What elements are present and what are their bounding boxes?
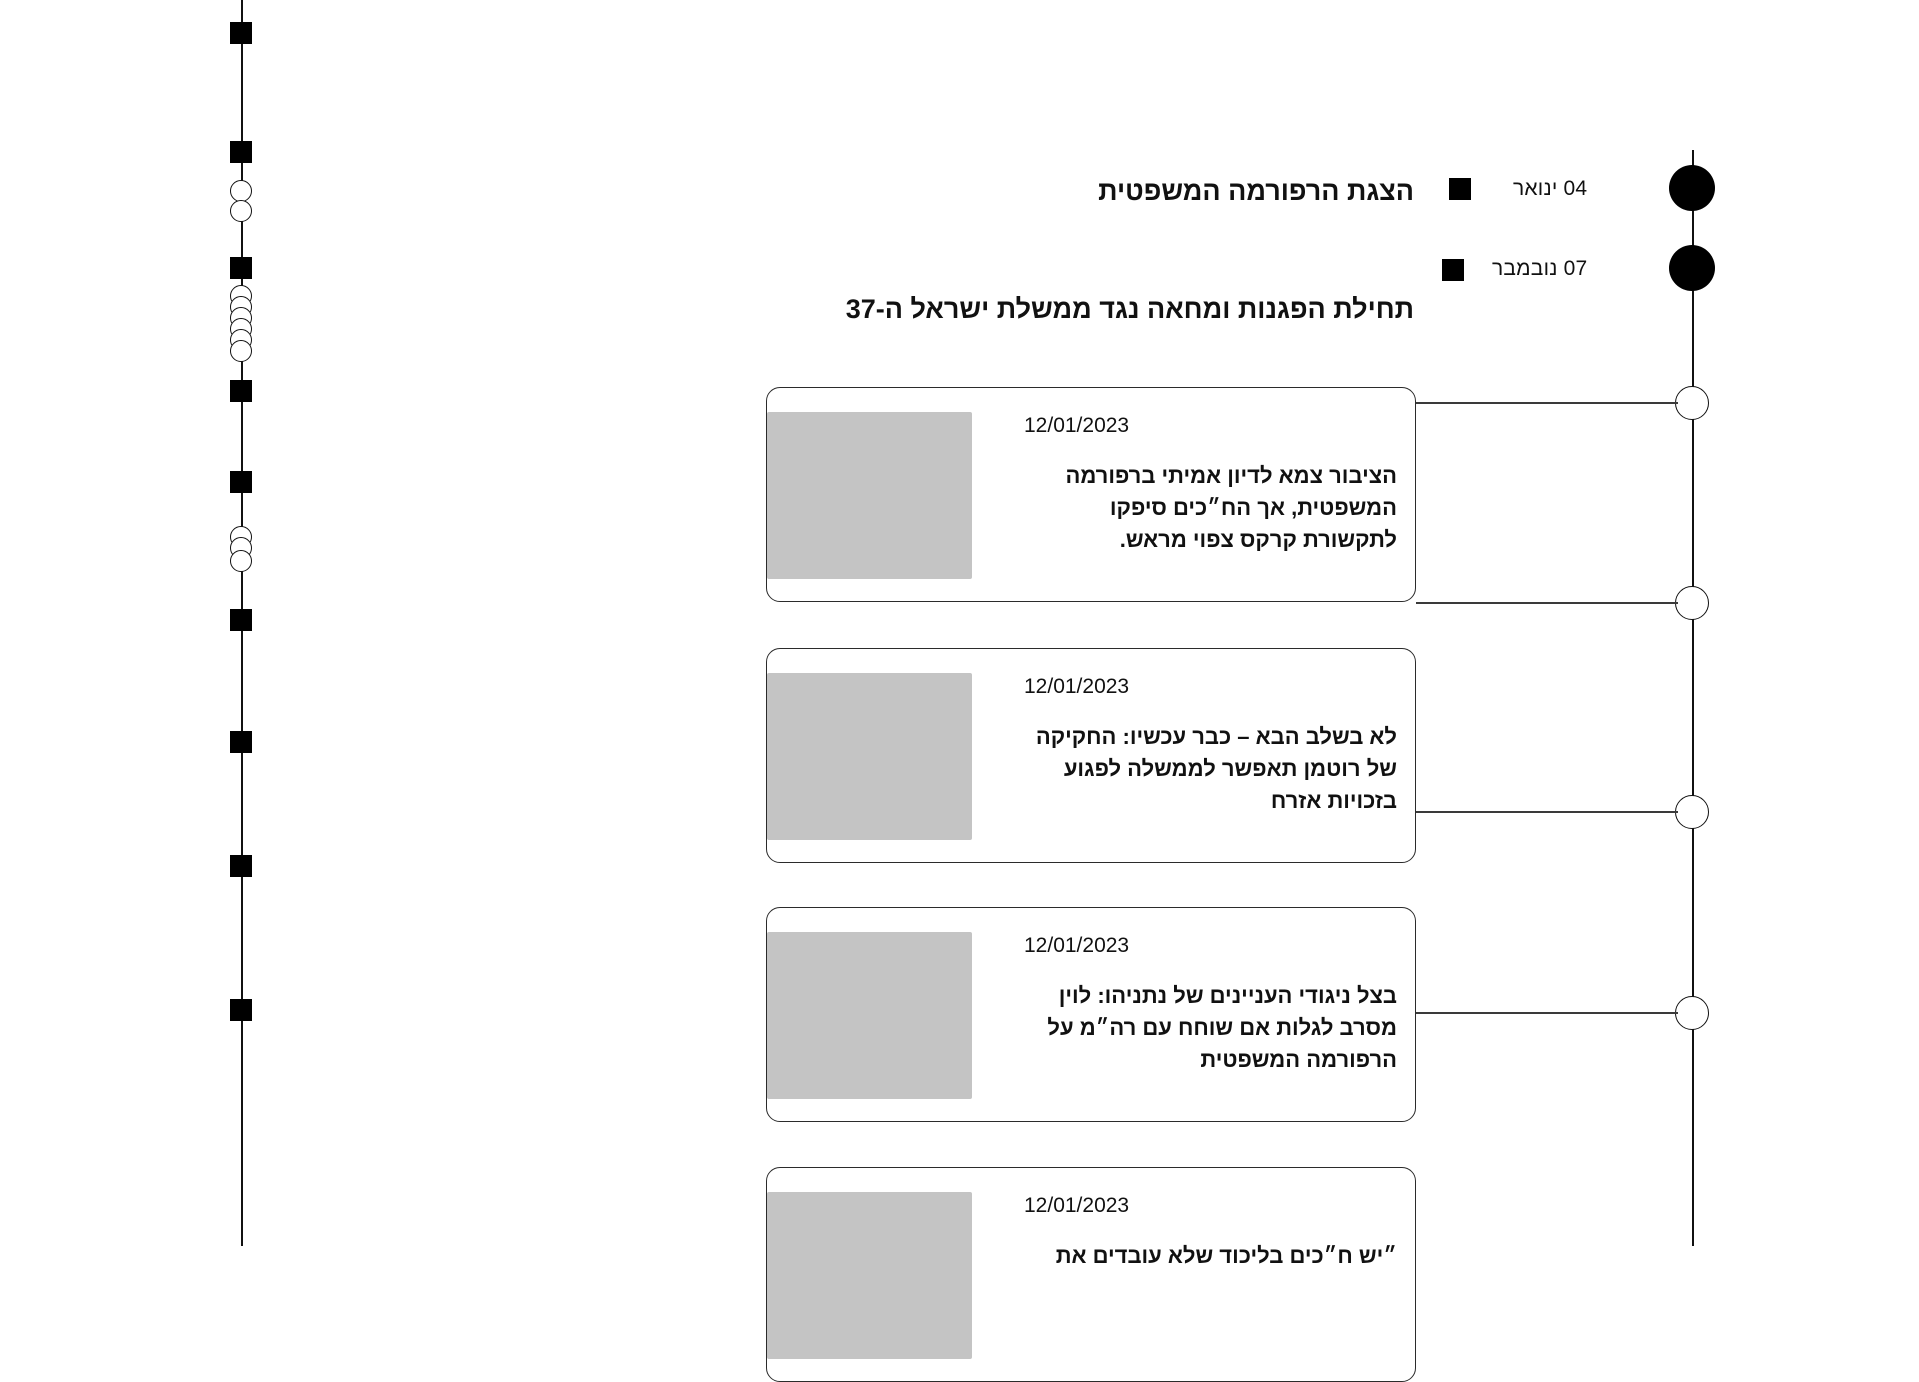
card-date: 12/01/2023 — [1024, 414, 1130, 437]
event-bullet-square-2 — [1442, 259, 1464, 281]
event-title-2[interactable]: תחילת הפגנות ומחאה נגד ממשלת ישראל ה-37 — [845, 294, 1414, 324]
card-date: 12/01/2023 — [1024, 934, 1130, 957]
mini-node-square[interactable] — [230, 609, 252, 631]
mini-node-square[interactable] — [230, 731, 252, 753]
card-connector-1 — [1416, 402, 1678, 404]
card-content: 12/01/2023 הציבור צמא לדיון אמיתי ברפורמ… — [994, 388, 1415, 601]
mini-node-square[interactable] — [230, 380, 252, 402]
event-date-2: 07 נובמבר — [1492, 257, 1588, 280]
mini-node-circle[interactable] — [230, 180, 252, 202]
card-date: 12/01/2023 — [1024, 675, 1130, 698]
event-title-1[interactable]: הצגת הרפורמה המשפטית — [1098, 176, 1414, 206]
timeline-node-minor[interactable] — [1675, 586, 1709, 620]
card-content: 12/01/2023 ״יש ח״כים בליכוד שלא עובדים א… — [994, 1168, 1415, 1381]
event-bullet-square-1 — [1449, 178, 1471, 200]
card-thumbnail-image — [767, 673, 972, 840]
timeline-canvas: 04 ינואר הצגת הרפורמה המשפטית 07 נובמבר … — [230, 0, 1715, 1382]
card-connector-2 — [1416, 602, 1678, 604]
event-date-1: 04 ינואר — [1513, 177, 1588, 200]
card-connector-3 — [1416, 811, 1678, 813]
timeline-card[interactable]: 12/01/2023 בצל ניגודי העניינים של נתניהו… — [766, 907, 1416, 1122]
mini-node-square[interactable] — [230, 141, 252, 163]
mini-node-square[interactable] — [230, 999, 252, 1021]
timeline-card[interactable]: 12/01/2023 ״יש ח״כים בליכוד שלא עובדים א… — [766, 1167, 1416, 1382]
mini-node-square[interactable] — [230, 471, 252, 493]
mini-node-circle[interactable] — [230, 200, 252, 222]
mini-node-circle[interactable] — [230, 340, 252, 362]
timeline-card[interactable]: 12/01/2023 לא בשלב הבא – כבר עכשיו: החקי… — [766, 648, 1416, 863]
timeline-node-minor[interactable] — [1675, 386, 1709, 420]
card-thumbnail-image — [767, 1192, 972, 1359]
card-connector-4 — [1416, 1012, 1678, 1014]
card-thumbnail-image — [767, 932, 972, 1099]
card-headline[interactable]: ״יש ח״כים בליכוד שלא עובדים את — [1055, 1243, 1397, 1268]
mini-node-square[interactable] — [230, 855, 252, 877]
card-headline[interactable]: הציבור צמא לדיון אמיתי ברפורמה המשפטית, … — [1065, 463, 1397, 553]
timeline-node-minor[interactable] — [1675, 996, 1709, 1030]
card-headline[interactable]: בצל ניגודי העניינים של נתניהו: לוין מסרב… — [1047, 983, 1397, 1073]
card-date: 12/01/2023 — [1024, 1194, 1130, 1217]
timeline-node-major[interactable] — [1669, 245, 1715, 291]
mini-node-circle[interactable] — [230, 550, 252, 572]
card-thumbnail-image — [767, 412, 972, 579]
mini-node-square[interactable] — [230, 22, 252, 44]
card-content: 12/01/2023 בצל ניגודי העניינים של נתניהו… — [994, 908, 1415, 1121]
timeline-card[interactable]: 12/01/2023 הציבור צמא לדיון אמיתי ברפורמ… — [766, 387, 1416, 602]
main-timeline-rail — [1692, 150, 1694, 1246]
timeline-node-major[interactable] — [1669, 165, 1715, 211]
card-headline[interactable]: לא בשלב הבא – כבר עכשיו: החקיקה של רוטמן… — [1035, 724, 1397, 814]
card-content: 12/01/2023 לא בשלב הבא – כבר עכשיו: החקי… — [994, 649, 1415, 862]
timeline-node-minor[interactable] — [1675, 795, 1709, 829]
mini-node-square[interactable] — [230, 257, 252, 279]
